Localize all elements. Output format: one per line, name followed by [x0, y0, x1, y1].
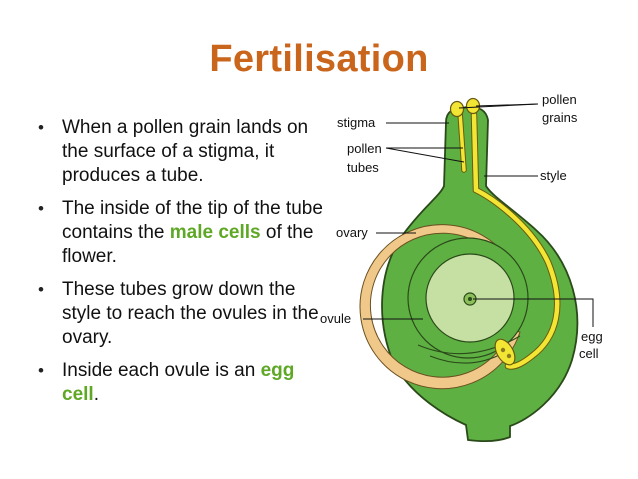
bullet-text: When a pollen grain lands on the surface…	[62, 117, 309, 186]
label-pollen-grains-2: grains	[542, 110, 578, 125]
bullet-marker: •	[38, 280, 44, 299]
label-egg-cell-2: cell	[579, 346, 599, 361]
bullet-item: • These tubes grow down the style to rea…	[36, 278, 326, 350]
bullet-item: • The inside of the tip of the tube cont…	[36, 197, 326, 269]
label-style: style	[540, 168, 567, 183]
pollen-grain	[449, 100, 465, 118]
pollen-tube-tip	[494, 338, 516, 366]
highlight-egg-cell: egg cell	[62, 360, 295, 405]
bullet-text: Inside each ovule is an	[62, 360, 261, 381]
label-stigma: stigma	[337, 115, 376, 130]
highlight-male-cells: male cells	[169, 222, 261, 243]
ovule-inner-arc	[417, 335, 521, 355]
page-title: Fertilisation	[209, 38, 429, 80]
label-pollen-tubes-1: pollen	[347, 141, 382, 156]
bullet-marker: •	[38, 361, 44, 380]
label-pollen-grains-1: pollen	[542, 92, 577, 107]
bullet-marker: •	[38, 118, 44, 137]
bullet-list: • When a pollen grain lands on the surfa…	[36, 116, 326, 416]
egg-nucleus	[468, 297, 472, 301]
label-pollen-tubes-2: tubes	[347, 160, 379, 175]
leader-pollen-grains	[458, 103, 539, 109]
label-egg-cell-1: egg	[581, 329, 603, 344]
bullet-text-end: .	[93, 384, 99, 405]
label-ovule: ovule	[320, 311, 351, 326]
bullet-text: The inside of the tip of the tube contai…	[62, 198, 323, 243]
bullet-text: These tubes grow down the style to reach…	[62, 279, 319, 348]
pollen-tube-long-fill	[471, 112, 560, 369]
leader-egg-cell	[473, 298, 594, 327]
pollen-tube-short-fill	[458, 110, 466, 172]
bullet-text-end: of the flower.	[62, 222, 314, 267]
male-cell	[500, 347, 506, 353]
bullet-marker: •	[38, 199, 44, 218]
male-cell	[506, 353, 512, 359]
bullet-item: • When a pollen grain lands on the surfa…	[36, 116, 326, 188]
label-ovary: ovary	[336, 225, 368, 240]
bullet-item: • Inside each ovule is an egg cell.	[36, 359, 326, 407]
leader-pollen-tubes	[385, 147, 465, 163]
